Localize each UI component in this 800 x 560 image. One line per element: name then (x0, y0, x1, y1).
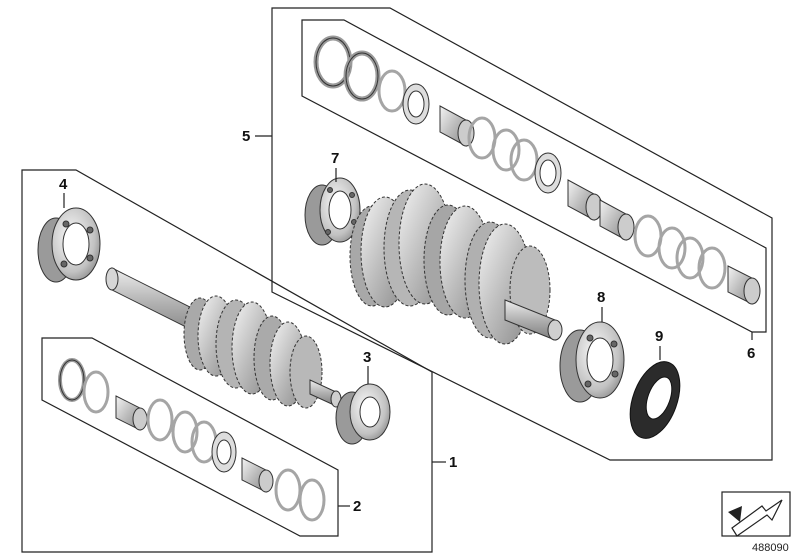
part-4-ball-bearing (37, 207, 101, 283)
part-8-ball-bearing (559, 321, 625, 403)
callout-3: 3 (363, 349, 371, 366)
callout-8: 8 (597, 289, 605, 306)
callout-5: 5 (242, 128, 250, 145)
mainshaft-gear-cluster (105, 267, 342, 409)
callout-1: 1 (449, 454, 457, 471)
countershaft-gear-cluster (349, 183, 563, 345)
direction-arrow-icon (721, 491, 791, 537)
callout-4: 4 (59, 176, 68, 193)
document-number: 488090 (752, 542, 789, 554)
group-frame-6 (301, 19, 767, 333)
callout-9: 9 (655, 328, 663, 345)
callout-7: 7 (331, 150, 339, 167)
group-frame-2 (41, 337, 339, 537)
callout-6: 6 (747, 345, 755, 362)
callout-2: 2 (353, 498, 361, 515)
part-6-rings-and-cages (313, 35, 761, 305)
part-7-ball-bearing (304, 177, 361, 246)
part-9-shaft-seal (629, 361, 681, 439)
part-2-rings-and-cages (58, 358, 326, 522)
callouts: 5 7 8 9 6 4 3 1 2 (59, 128, 755, 515)
leader-lines (63, 135, 753, 507)
group-frame-5 (271, 7, 773, 461)
part-3-bearing (335, 383, 391, 445)
